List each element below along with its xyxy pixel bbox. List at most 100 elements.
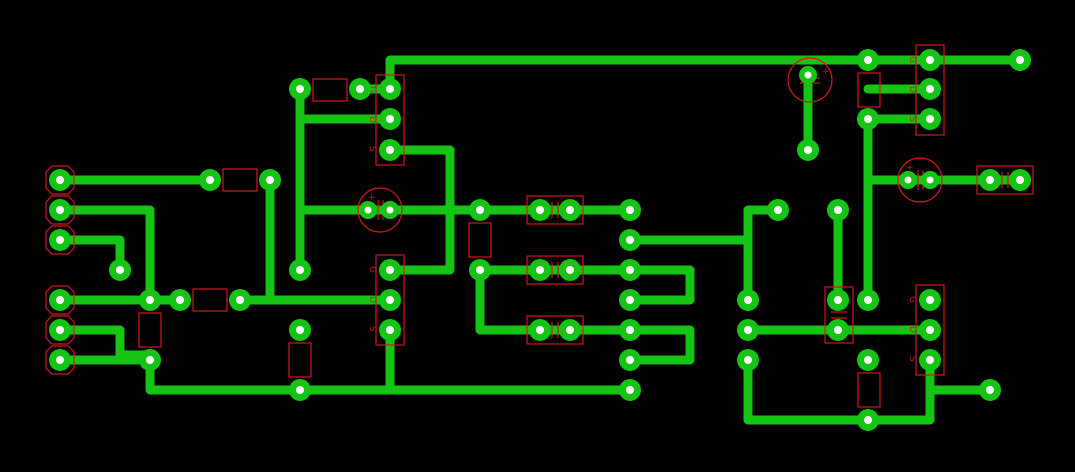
pad: [49, 349, 71, 371]
pad: [979, 379, 1001, 401]
pad: [559, 259, 581, 281]
pad: [1009, 49, 1031, 71]
pad: [857, 289, 879, 311]
pad: [139, 349, 161, 371]
header-pin-outline: [45, 345, 75, 375]
transistor-outline: [375, 74, 405, 166]
polarity-plus-label: +: [822, 67, 830, 77]
pad: [619, 229, 641, 251]
pin-label-s: S: [907, 116, 917, 122]
pad: [919, 49, 941, 71]
pad: [379, 108, 401, 130]
pad: [919, 319, 941, 341]
pad: [289, 319, 311, 341]
pad: [529, 199, 551, 221]
pad: [799, 66, 817, 84]
pad: [619, 199, 641, 221]
pad: [619, 379, 641, 401]
resistor-body: [288, 342, 312, 378]
header-pin-outline: [45, 195, 75, 225]
resistor-body: [857, 72, 881, 108]
polarity-plus-label: +: [906, 163, 914, 173]
transistor-q4: G D S: [907, 284, 945, 376]
header-pin-outline: [45, 225, 75, 255]
pad: [289, 259, 311, 281]
trace-zig2: [625, 325, 695, 365]
pad: [49, 319, 71, 341]
pad: [919, 289, 941, 311]
pad: [199, 169, 221, 191]
trace-zig1: [625, 265, 695, 305]
pin-label-s: S: [367, 146, 377, 152]
pad: [737, 289, 759, 311]
header-pin-outline: [45, 315, 75, 345]
pad: [259, 169, 281, 191]
resistor-body: [468, 222, 492, 258]
capacitor-body: [526, 255, 584, 285]
pin-label-g: G: [907, 296, 917, 303]
pad: [857, 409, 879, 431]
pad: [169, 289, 191, 311]
capacitor-c4: [976, 165, 1034, 195]
resistor-body: [138, 312, 162, 348]
pad: [979, 169, 1001, 191]
capacitor-body: [824, 286, 854, 344]
pad: [619, 289, 641, 311]
pin-label-s: S: [907, 356, 917, 362]
pad: [619, 259, 641, 281]
pad: [379, 259, 401, 281]
pad: [529, 259, 551, 281]
pad: [379, 319, 401, 341]
transistor-q1: G D S: [367, 74, 405, 166]
capacitor-c5: [824, 286, 854, 344]
pad: [379, 139, 401, 161]
pin-label-d: D: [907, 326, 917, 333]
input-header: [45, 165, 75, 375]
pad: [229, 289, 251, 311]
pads: [49, 49, 1031, 431]
resistor-body: [857, 372, 881, 408]
resistor-body: [192, 288, 228, 312]
pad: [921, 171, 939, 189]
transistor-q3: G D S: [907, 44, 945, 136]
electrolytic-cap-outline: [787, 57, 833, 103]
pad: [919, 78, 941, 100]
pin-label-g: G: [367, 266, 377, 273]
pad: [857, 49, 879, 71]
pad: [827, 289, 849, 311]
polarity-plus-label: +: [368, 193, 376, 203]
pad: [139, 289, 161, 311]
pad: [767, 199, 789, 221]
pad: [469, 259, 491, 281]
capacitor-c3: [526, 315, 584, 345]
pad: [559, 319, 581, 341]
pin-label-g: G: [367, 86, 377, 93]
pin-label-d: D: [367, 296, 377, 303]
pad: [49, 199, 71, 221]
capacitor-c2: [526, 255, 584, 285]
pad: [469, 199, 491, 221]
pad: [919, 349, 941, 371]
transistor-q2: G D S: [367, 254, 405, 346]
pin-label-d: D: [907, 86, 917, 93]
transistor-outline: [375, 254, 405, 346]
pin-label-d: D: [367, 116, 377, 123]
capacitor-body: [526, 195, 584, 225]
pad: [827, 319, 849, 341]
silkscreen: + + + G D S G D S G D: [45, 44, 1034, 408]
trace-in2: [55, 205, 155, 305]
pad: [619, 319, 641, 341]
pad: [379, 289, 401, 311]
pad: [49, 169, 71, 191]
pad: [827, 199, 849, 221]
pad: [857, 108, 879, 130]
pad: [737, 319, 759, 341]
transistor-outline: [915, 284, 945, 376]
pad: [49, 229, 71, 251]
capacitor-body: [526, 315, 584, 345]
pin-label-g: G: [907, 56, 917, 63]
capacitor-c1: [526, 195, 584, 225]
pad: [619, 349, 641, 371]
transistor-outline: [915, 44, 945, 136]
